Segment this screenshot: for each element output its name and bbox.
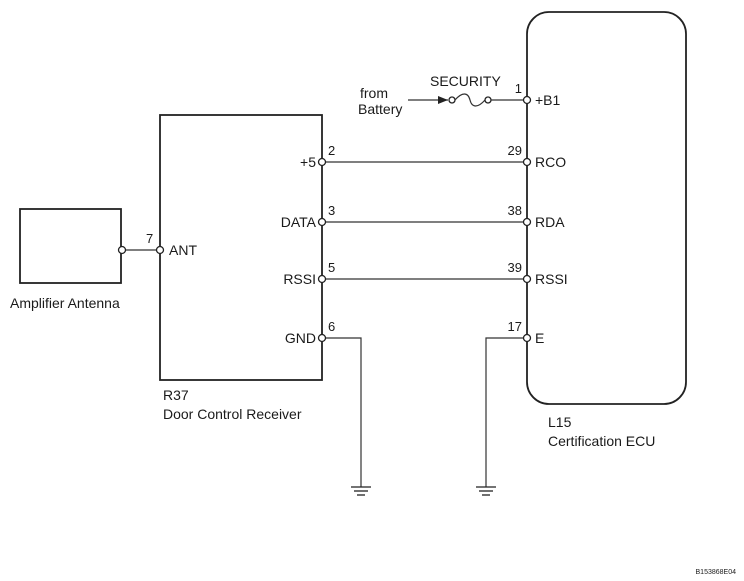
pin-num-ant: 7 (146, 231, 153, 246)
ground-icon (351, 486, 371, 496)
pin-num-ecu-39: 39 (508, 260, 522, 275)
receiver-data-terminal (317, 217, 327, 227)
fuse-icon (454, 93, 486, 107)
ecu-name: Certification ECU (548, 433, 655, 449)
pin-num-receiver-3: 3 (328, 203, 335, 218)
receiver-gnd-terminal (317, 333, 327, 343)
source-line2: Battery (358, 101, 402, 117)
pin-label-receiver-gnd: GND (285, 330, 316, 346)
pin-num-ecu-1: 1 (515, 81, 522, 96)
source-line1: from (360, 85, 388, 101)
ecu-rda-terminal (522, 217, 532, 227)
antenna-terminal (117, 245, 127, 255)
receiver-name: Door Control Receiver (163, 406, 302, 422)
figure-code: B153868E04 (696, 569, 737, 576)
pin-label-ecu-rco: RCO (535, 154, 566, 170)
wire-receiver-gnd (322, 337, 362, 487)
ecu-b1-terminal (522, 95, 532, 105)
ecu-box (526, 11, 687, 405)
pin-num-receiver-5: 5 (328, 260, 335, 275)
receiver-5v-terminal (317, 157, 327, 167)
ecu-rco-terminal (522, 157, 532, 167)
ecu-rssi-terminal (522, 274, 532, 284)
fuse-label: SECURITY (430, 73, 501, 89)
pin-num-receiver-6: 6 (328, 319, 335, 334)
pin-label-ecu-rda: RDA (535, 214, 565, 230)
pin-num-receiver-2: 2 (328, 143, 335, 158)
receiver-ant-terminal (155, 245, 165, 255)
receiver-rssi-terminal (317, 274, 327, 284)
ecu-e-terminal (522, 333, 532, 343)
ground-icon (476, 486, 496, 496)
pin-num-ecu-38: 38 (508, 203, 522, 218)
pin-label-receiver-data: DATA (281, 214, 317, 230)
pin-label-ecu-e: E (535, 330, 544, 346)
pin-label-ecu-b1: +B1 (535, 92, 561, 108)
pin-label-ant: ANT (169, 242, 197, 258)
pin-label-ecu-rssi: RSSI (535, 271, 568, 287)
amplifier-antenna-box (19, 208, 122, 284)
pin-label-receiver-5v: +5 (300, 154, 316, 170)
pin-label-receiver-rssi: RSSI (283, 271, 316, 287)
pin-num-ecu-29: 29 (508, 143, 522, 158)
pin-num-ecu-17: 17 (508, 319, 522, 334)
amplifier-antenna-label: Amplifier Antenna (10, 295, 120, 311)
receiver-code: R37 (163, 387, 189, 403)
fuse-terminal-left (448, 96, 456, 104)
fuse-terminal-right (484, 96, 492, 104)
wire-ecu-gnd (485, 337, 527, 487)
arrow-icon (438, 96, 448, 104)
ecu-code: L15 (548, 414, 572, 430)
